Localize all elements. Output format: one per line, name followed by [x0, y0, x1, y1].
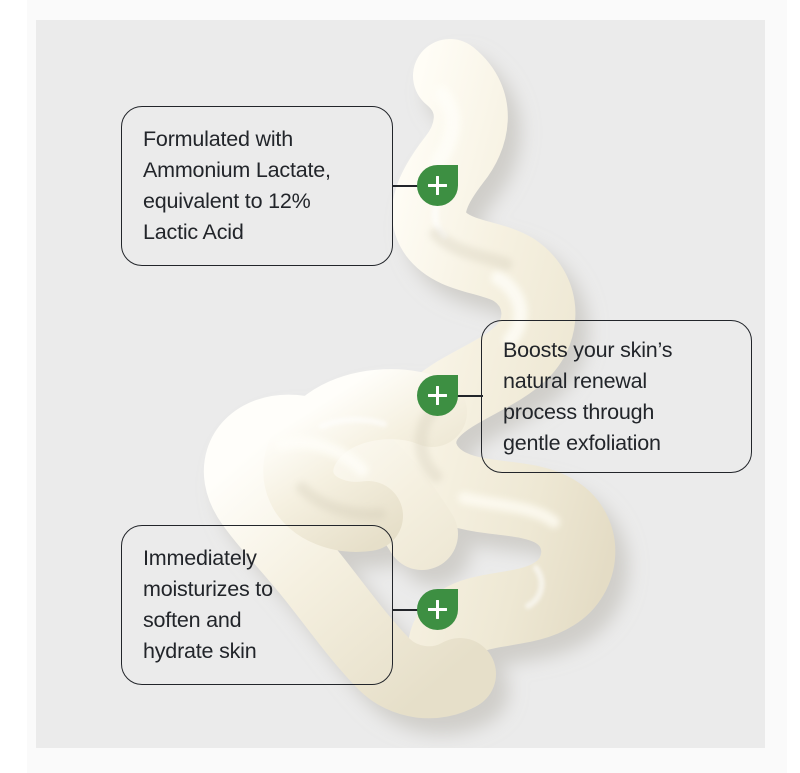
callout-renewal: Boosts your skin’s natural renewal proce… [481, 320, 752, 473]
plus-icon [428, 176, 447, 195]
callout-moisturize: Immediately moisturizes to soften and hy… [121, 525, 393, 685]
image-canvas: Formulated with Ammonium Lactate, equiva… [36, 20, 765, 748]
callout-renewal-text: Boosts your skin’s natural renewal proce… [503, 337, 673, 455]
callout-formulated: Formulated with Ammonium Lactate, equiva… [121, 106, 393, 266]
plus-icon [428, 386, 447, 405]
badge-renewal[interactable] [417, 375, 458, 416]
badge-moisturize[interactable] [417, 589, 458, 630]
badge-formulated[interactable] [417, 165, 458, 206]
callout-moisturize-text: Immediately moisturizes to soften and hy… [143, 546, 273, 663]
plus-icon [428, 600, 447, 619]
callout-formulated-text: Formulated with Ammonium Lactate, equiva… [143, 127, 331, 244]
